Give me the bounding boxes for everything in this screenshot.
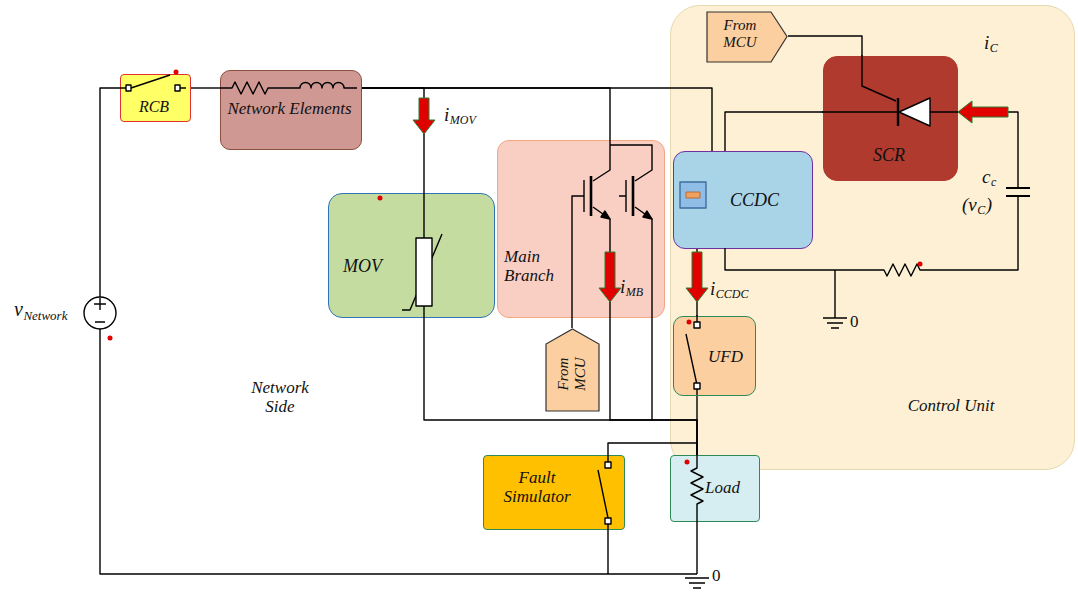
node-label: CCDC	[730, 190, 779, 210]
control-unit-region: Control Unit From MCU SCR CCDC UFD	[670, 5, 1075, 470]
ground-symbol	[685, 578, 709, 588]
node-label: Load	[705, 478, 740, 497]
node-label: UFD	[708, 347, 743, 366]
scr-box: SCR	[823, 56, 958, 181]
varistor-symbol	[416, 238, 432, 306]
wire-connector	[571, 318, 572, 328]
signal-label: c	[982, 166, 990, 187]
load-box: Load	[670, 455, 760, 522]
schematic-wires	[84, 55, 1030, 588]
switch-terminal	[694, 322, 700, 328]
source-loop-wire	[100, 88, 697, 574]
signal-label: i	[984, 32, 989, 53]
node-label: MOV	[343, 256, 382, 276]
wire-connector	[362, 88, 712, 151]
polarity-dot	[108, 336, 113, 341]
control-wires	[725, 112, 1018, 318]
ccdc-icon-core	[686, 192, 700, 198]
current-arrows	[413, 98, 1008, 302]
node-label: From MCU	[708, 17, 772, 51]
tag-shape	[546, 329, 599, 411]
switch-terminal	[605, 518, 611, 524]
subscript-label: C	[977, 204, 985, 217]
subscript-label: CCDC	[716, 288, 749, 301]
wire-connector	[362, 88, 610, 140]
wire-connector	[788, 36, 862, 56]
polarity-dots	[108, 70, 923, 465]
subscript-label: MOV	[450, 114, 476, 127]
mcu-signal-tag: From MCU	[706, 11, 788, 63]
voltage-source-symbol	[84, 297, 116, 329]
polarity-dot	[685, 460, 690, 465]
polarity-dot	[918, 262, 923, 267]
polarity-dot	[174, 70, 179, 75]
signal-label: i	[444, 104, 449, 125]
node-label: RCB	[121, 98, 187, 116]
signal-label: 0	[850, 312, 859, 331]
signal-label: 0	[712, 566, 721, 585]
polarity-dot	[378, 196, 383, 201]
connector-group	[191, 36, 862, 455]
wire-connector	[362, 88, 424, 193]
mcu-signal-tag: From MCU	[545, 328, 600, 412]
subscript-label: c	[991, 176, 996, 189]
mov-box: MOV	[328, 193, 495, 318]
igbt-symbol	[572, 140, 652, 420]
wire-connector	[424, 318, 697, 455]
wire-connector	[610, 318, 697, 455]
breaker-box: RCB	[120, 74, 191, 122]
ccdc-icon	[680, 182, 706, 208]
signal-label: i	[620, 276, 625, 297]
node-label: Control Unit	[899, 396, 1003, 415]
subscript-label: MB	[626, 286, 643, 299]
capacitor-symbol	[1006, 188, 1030, 196]
resistor-inductor-symbol	[220, 82, 357, 94]
subscript-label: Network	[23, 309, 67, 324]
signal-label: i	[710, 278, 715, 299]
wire-connector	[191, 87, 220, 88]
node-label: Main Branch	[504, 247, 566, 285]
igbt-gate-bar	[591, 176, 633, 216]
switch-terminal	[694, 383, 700, 389]
switch-terminal	[605, 462, 611, 468]
node-label: From MCU	[555, 351, 589, 397]
switch-terminal	[126, 85, 131, 91]
signal-label: )	[986, 194, 992, 215]
current-arrow	[958, 101, 1008, 123]
current-arrow	[686, 252, 708, 302]
wire-connector	[608, 443, 697, 455]
fault-switch	[598, 455, 608, 574]
source-polarity	[94, 298, 106, 322]
network-elements-box: Network Elements	[220, 70, 362, 150]
node-label: SCR	[824, 145, 954, 165]
current-arrow	[413, 98, 435, 134]
wire-connector	[725, 112, 823, 151]
igbt-emitter-arrow	[601, 211, 610, 219]
node-label: Network Elements	[221, 99, 358, 118]
thyristor-symbol	[899, 98, 930, 126]
thyristor-leads	[822, 55, 952, 112]
tag-shape	[707, 12, 787, 62]
signal-label: v	[14, 298, 23, 320]
subscript-label: C	[990, 42, 998, 55]
varistor-leads	[402, 193, 442, 318]
igbt-emitter-arrow	[643, 211, 652, 219]
signal-label: Network Side	[240, 378, 320, 416]
switch-terminal	[175, 85, 180, 91]
current-arrow	[599, 252, 621, 302]
polarity-dot	[687, 320, 692, 325]
ground-symbol	[823, 318, 847, 328]
ufd-box: UFD	[673, 316, 756, 396]
fault-simulator-box: Fault Simulator	[483, 455, 625, 530]
signal-label: (v	[962, 194, 977, 215]
load-resistor	[691, 455, 703, 574]
node-label: Fault Simulator	[488, 468, 586, 506]
